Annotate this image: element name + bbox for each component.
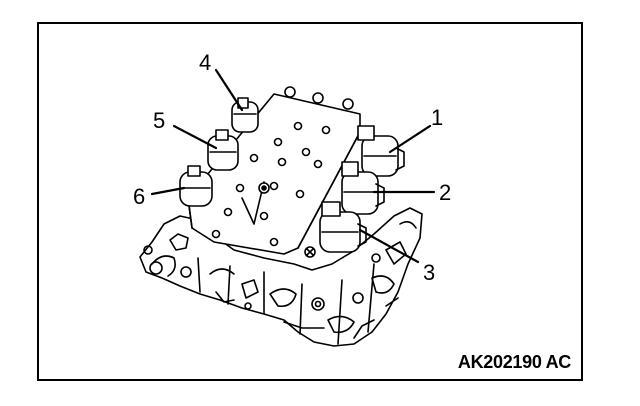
leader-line-5 xyxy=(172,124,218,150)
leader-line-1 xyxy=(388,124,432,154)
leader-line-4 xyxy=(214,68,244,112)
valve-body-solenoid-illustration xyxy=(139,68,436,347)
solenoid-3 xyxy=(319,201,367,253)
callout-5: 5 xyxy=(153,108,166,133)
leader-line-6 xyxy=(150,186,186,196)
callout-6: 6 xyxy=(133,184,146,209)
callout-1: 1 xyxy=(431,105,444,130)
callout-4: 4 xyxy=(199,50,212,75)
figure-frame: 1 2 3 4 5 6 AK202190 AC xyxy=(37,22,583,381)
callout-3: 3 xyxy=(423,260,436,285)
valve-body-top-plate xyxy=(187,86,361,258)
leader-line-3 xyxy=(358,228,420,264)
solenoid-4 xyxy=(231,97,259,133)
solenoid-5 xyxy=(207,129,239,171)
solenoid-1 xyxy=(357,125,405,177)
figure-code: AK202190 AC xyxy=(457,352,571,372)
callout-2: 2 xyxy=(439,180,452,205)
solenoid-6 xyxy=(179,165,213,207)
solenoid-2 xyxy=(341,161,385,215)
leader-lines xyxy=(150,68,436,264)
